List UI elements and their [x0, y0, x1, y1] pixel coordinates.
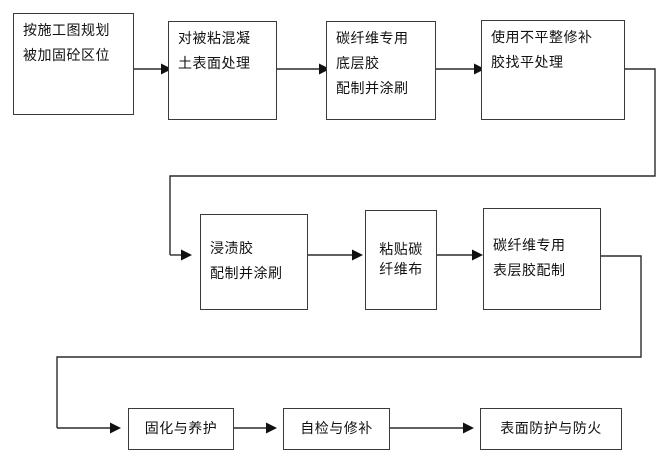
flow-node-3-line-1: 碳纤维专用: [336, 31, 409, 47]
flow-node-5-line-1: 浸渍胶: [210, 241, 254, 257]
flow-node-4[interactable]: 使用不平整修补 胶找平处理: [481, 20, 625, 120]
edge-n1-n2: [134, 63, 172, 75]
flow-node-6-line-1: 粘贴碳: [379, 242, 423, 258]
flow-node-5[interactable]: 浸渍胶 配制并涂刷: [200, 214, 308, 310]
edge-n9-n10: [390, 422, 474, 434]
edge-n5-n6: [308, 249, 363, 261]
flow-node-9[interactable]: 自检与修补: [283, 408, 390, 450]
flow-node-4-line-1: 使用不平整修补: [491, 30, 593, 46]
flow-node-10[interactable]: 表面防护与防火: [480, 408, 622, 450]
flow-node-3-line-3: 配制并涂刷: [336, 81, 409, 97]
flow-node-3[interactable]: 碳纤维专用 底层胶 配制并涂刷: [326, 21, 436, 120]
flow-node-10-line-1: 表面防护与防火: [500, 421, 602, 437]
edge-n2-n3: [277, 63, 330, 75]
flow-node-1-line-1: 按施工图规划: [23, 23, 110, 39]
flow-node-4-line-2: 胶找平处理: [491, 55, 564, 71]
flow-node-1[interactable]: 按施工图规划 被加固砼区位: [13, 13, 134, 115]
flow-node-2[interactable]: 对被粘混凝 土表面处理: [168, 21, 277, 120]
flow-node-5-line-2: 配制并涂刷: [210, 266, 283, 282]
flow-node-8[interactable]: 固化与养护: [128, 408, 234, 450]
flow-node-2-line-2: 土表面处理: [178, 56, 251, 72]
flow-node-7[interactable]: 碳纤维专用 表层胶配制: [483, 208, 601, 310]
flow-node-3-line-2: 底层胶: [336, 56, 380, 72]
flow-node-2-line-1: 对被粘混凝: [178, 31, 251, 47]
flow-node-6-line-2: 纤维布: [379, 262, 423, 278]
edge-n8-n9: [234, 422, 277, 434]
flow-node-1-line-2: 被加固砼区位: [23, 48, 110, 64]
flow-node-7-line-2: 表层胶配制: [493, 263, 566, 279]
flow-node-6[interactable]: 粘贴碳 纤维布: [365, 210, 437, 310]
edge-n6-n7: [437, 249, 483, 261]
flow-node-8-line-1: 固化与养护: [144, 421, 218, 437]
flow-node-9-line-1: 自检与修补: [300, 421, 373, 437]
flow-node-7-line-1: 碳纤维专用: [493, 238, 566, 254]
edge-n3-n4: [436, 63, 485, 75]
